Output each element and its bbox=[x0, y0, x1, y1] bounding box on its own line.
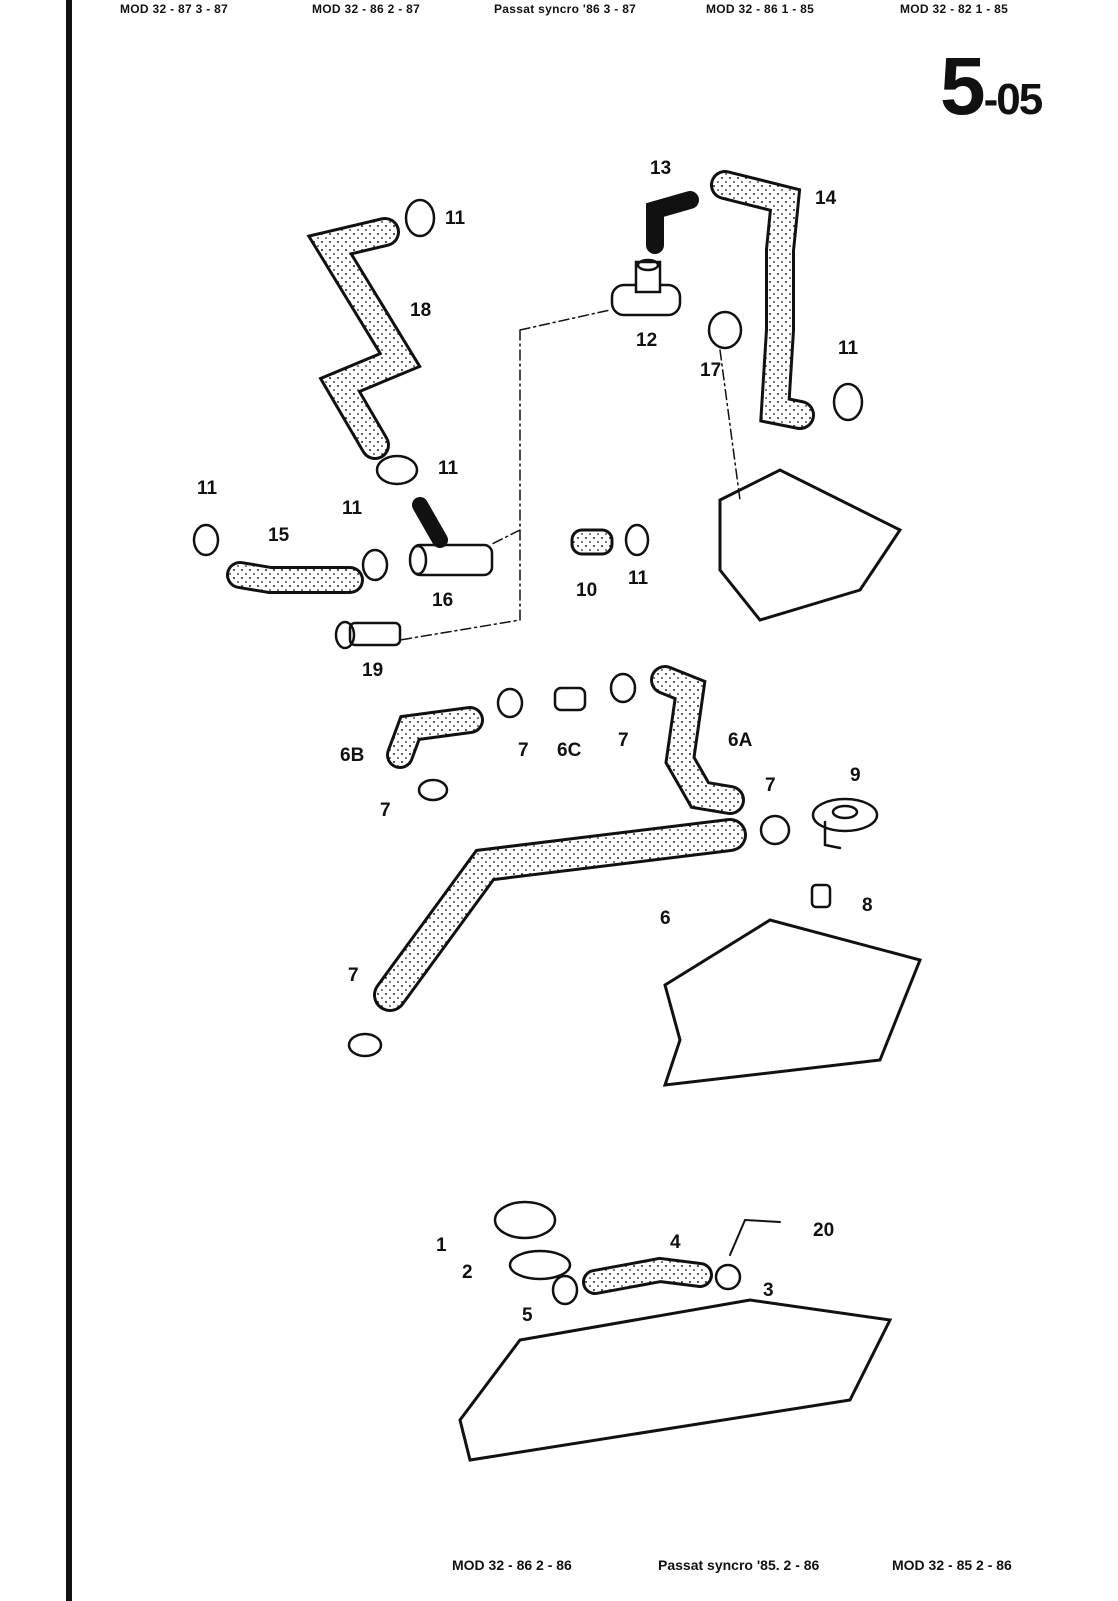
callout-17: 17 bbox=[700, 360, 722, 381]
callout-6a: 6A bbox=[728, 730, 753, 751]
callout-16: 16 bbox=[432, 590, 454, 611]
callout-11: 11 bbox=[628, 568, 649, 589]
valve-cover-mid bbox=[662, 918, 923, 1087]
clamp-17 bbox=[707, 310, 743, 350]
callout-13: 13 bbox=[650, 158, 672, 179]
callout-18: 18 bbox=[410, 300, 432, 321]
valve-cover-bottom bbox=[458, 1298, 893, 1462]
hose-10 bbox=[570, 528, 614, 556]
clamp-5 bbox=[551, 1274, 579, 1306]
gasket-2 bbox=[508, 1249, 572, 1281]
callout-6: 6 bbox=[660, 908, 671, 929]
callout-15: 15 bbox=[268, 525, 290, 546]
clamp-7 bbox=[496, 687, 524, 719]
connector-8 bbox=[810, 883, 832, 909]
callout-7: 7 bbox=[618, 730, 629, 751]
clamp-7 bbox=[609, 672, 637, 704]
leader-dashed bbox=[399, 309, 741, 641]
callout-3: 3 bbox=[763, 1280, 774, 1301]
callout-19: 19 bbox=[362, 660, 384, 681]
footer-ref-3: MOD 32 - 85 2 - 86 bbox=[892, 1557, 1012, 1573]
callout-6c: 6C bbox=[557, 740, 582, 761]
callout-7: 7 bbox=[380, 800, 391, 821]
header-ref-3: Passat syncro '86 3 - 87 bbox=[494, 2, 637, 16]
callout-7: 7 bbox=[518, 740, 529, 761]
clamp-3 bbox=[714, 1263, 742, 1291]
clamp-11 bbox=[404, 198, 436, 238]
page-binding-edge bbox=[66, 0, 72, 1601]
footer-ref-1: MOD 32 - 86 2 - 86 bbox=[452, 1557, 572, 1573]
footer-ref-2: Passat syncro '85. 2 - 86 bbox=[658, 1557, 820, 1573]
wire-20 bbox=[729, 1218, 781, 1256]
callout-11: 11 bbox=[438, 458, 459, 479]
elbow-13 bbox=[646, 191, 699, 254]
cap-1 bbox=[493, 1200, 557, 1240]
callout-11: 11 bbox=[197, 478, 218, 499]
callout-14: 14 bbox=[815, 188, 837, 209]
clamp-11 bbox=[361, 548, 389, 582]
callout-6b: 6B bbox=[340, 745, 365, 766]
page-number: 5-05 bbox=[940, 41, 1043, 132]
callout-7: 7 bbox=[765, 775, 776, 796]
callout-1: 1 bbox=[436, 1235, 447, 1256]
callout-20: 20 bbox=[813, 1220, 835, 1241]
callout-4: 4 bbox=[670, 1232, 681, 1253]
valve-cover-top bbox=[718, 468, 903, 622]
callout-10: 10 bbox=[576, 580, 598, 601]
header-ref-2: MOD 32 - 86 2 - 87 bbox=[312, 2, 421, 16]
header-ref-4: MOD 32 - 86 1 - 85 bbox=[706, 2, 815, 16]
clamp-7 bbox=[347, 1032, 383, 1058]
clamp-11 bbox=[624, 523, 650, 557]
callout-11: 11 bbox=[445, 208, 466, 229]
clamp-11 bbox=[832, 382, 864, 422]
valve-19 bbox=[334, 620, 402, 650]
callout-11: 11 bbox=[342, 498, 363, 519]
callout-8: 8 bbox=[862, 895, 873, 916]
callout-9: 9 bbox=[850, 765, 861, 786]
clamp-7 bbox=[417, 778, 449, 802]
t-piece-16 bbox=[408, 497, 494, 577]
header-ref-5: MOD 32 - 82 1 - 85 bbox=[900, 2, 1009, 16]
pressure-valve-9 bbox=[811, 797, 879, 850]
clamp-11 bbox=[192, 523, 220, 557]
callout-11: 11 bbox=[838, 338, 859, 359]
clamp-7 bbox=[759, 814, 791, 846]
t-piece-12 bbox=[610, 258, 682, 317]
clamp-11 bbox=[375, 454, 419, 486]
header-ref-1: MOD 32 - 87 3 - 87 bbox=[120, 2, 229, 16]
callout-5: 5 bbox=[522, 1305, 533, 1326]
connector-6c bbox=[553, 686, 587, 712]
callout-12: 12 bbox=[636, 330, 658, 351]
callout-7: 7 bbox=[348, 965, 359, 986]
callout-2: 2 bbox=[462, 1262, 473, 1283]
